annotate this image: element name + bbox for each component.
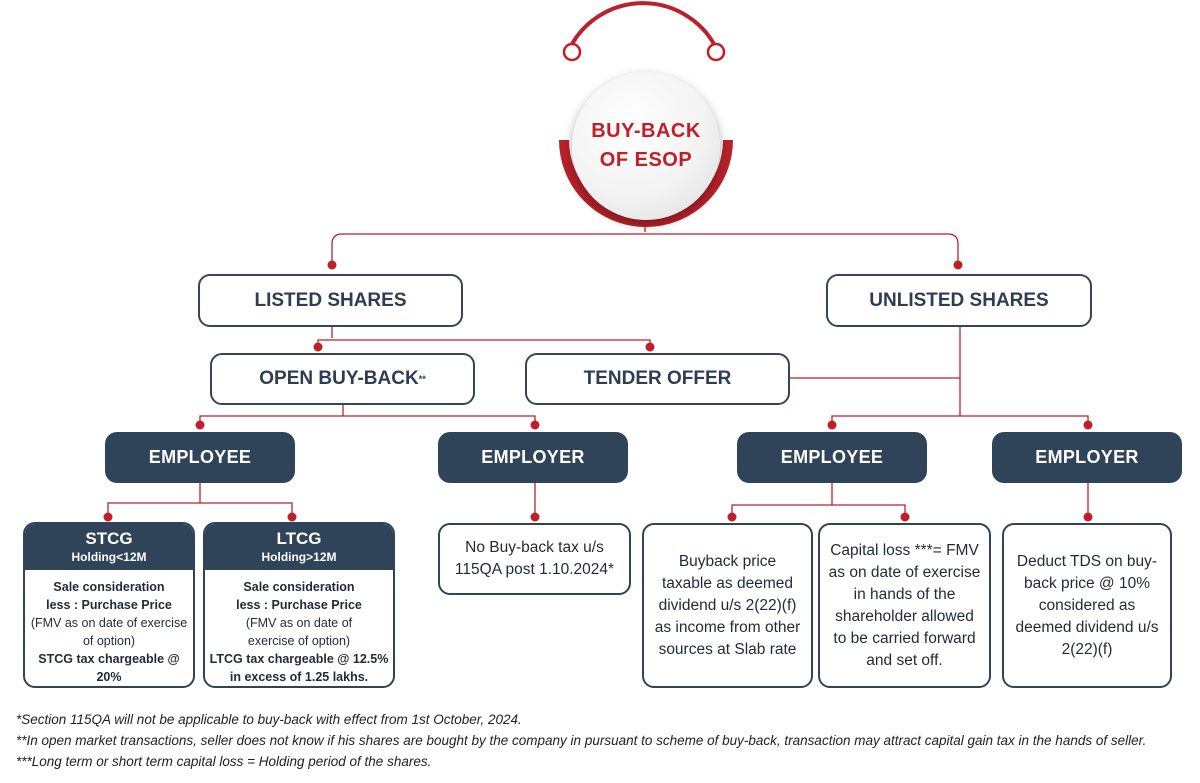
bottom-arc [559,139,733,227]
stcg-line: of option) [82,634,136,648]
tds-note-text: Deduct TDS on buy-back price @ 10% consi… [1015,552,1159,658]
stcg-header: STCG Holding<12M [25,524,193,570]
stcg-line: less : Purchase Price [46,598,172,612]
ltcg-line: less : Purchase Price [236,598,362,612]
stcg-line: STCG tax chargeable @ 20% [38,652,180,684]
employer-note: No Buy-back tax u/s 115QA post 1.10.2024… [438,523,631,595]
title-line-2: OF ESOP [599,149,693,171]
footnote-3: ***Long term or short term capital loss … [16,754,432,769]
diagram-title: BUY-BACK OF ESOP [586,117,706,175]
ltcg-line: Sale consideration [243,580,355,594]
left-employer-label: EMPLOYER [481,447,585,467]
stcg-title: STCG [85,529,133,548]
employer-note-text: No Buy-back tax u/s 115QA post 1.10.2024… [454,539,615,578]
stcg-subtitle: Holding<12M [71,550,147,564]
ltcg-line: (FMV as on date of [245,616,353,630]
left-employee-label: EMPLOYEE [148,447,252,467]
ltcg-line: LTCG tax chargeable @ 12.5% [209,652,389,666]
ltcg-header: LTCG Holding>12M [205,524,393,570]
capital-loss-note: Capital loss ***= FMV as on date of exer… [818,523,991,688]
tds-note: Deduct TDS on buy-back price @ 10% consi… [1002,523,1172,688]
title-line-1: BUY-BACK [591,120,701,142]
open-buyback-mark: ** [418,374,426,384]
open-buyback-box: OPEN BUY-BACK** [210,353,475,405]
open-buyback-label: OPEN BUY-BACK [259,368,419,389]
capital-loss-note-text: Capital loss ***= FMV as on date of exer… [828,541,981,669]
title-circle: BUY-BACK OF ESOP [572,72,720,220]
right-employee-label: EMPLOYEE [780,447,884,467]
ltcg-subtitle: Holding>12M [261,550,337,564]
ltcg-line: in excess of 1.25 lakhs. [229,670,369,684]
ltcg-title: LTCG [276,529,322,548]
tender-offer-box: TENDER OFFER [525,353,790,405]
footnote-1: *Section 115QA will not be applicable to… [16,712,522,727]
footnote-2: **In open market transactions, seller do… [16,733,1147,748]
right-employer-box: EMPLOYER [992,432,1182,483]
ltcg-card: LTCG Holding>12M Sale consideration less… [203,522,395,688]
buyback-price-note: Buyback price taxable as deemed dividend… [642,523,813,688]
right-employee-box: EMPLOYEE [737,432,927,483]
listed-shares-label: LISTED SHARES [254,289,407,311]
buyback-price-note-text: Buyback price taxable as deemed dividend… [654,552,801,658]
ltcg-body: Sale consideration less : Purchase Price… [205,570,393,686]
left-employer-box: EMPLOYER [438,432,628,483]
unlisted-shares-label: UNLISTED SHARES [869,289,1049,311]
ltcg-line: exercise of option) [247,634,351,648]
stcg-line: (FMV as on date of exercise [30,616,188,630]
left-employee-box: EMPLOYEE [105,432,295,483]
top-arc [566,1,720,53]
stcg-body: Sale consideration less : Purchase Price… [25,570,193,686]
right-employer-label: EMPLOYER [1035,447,1139,467]
stcg-card: STCG Holding<12M Sale consideration less… [23,522,195,688]
unlisted-shares-box: UNLISTED SHARES [826,274,1092,327]
tender-offer-label: TENDER OFFER [583,368,732,389]
listed-shares-box: LISTED SHARES [198,274,463,327]
stcg-line: Sale consideration [53,580,165,594]
